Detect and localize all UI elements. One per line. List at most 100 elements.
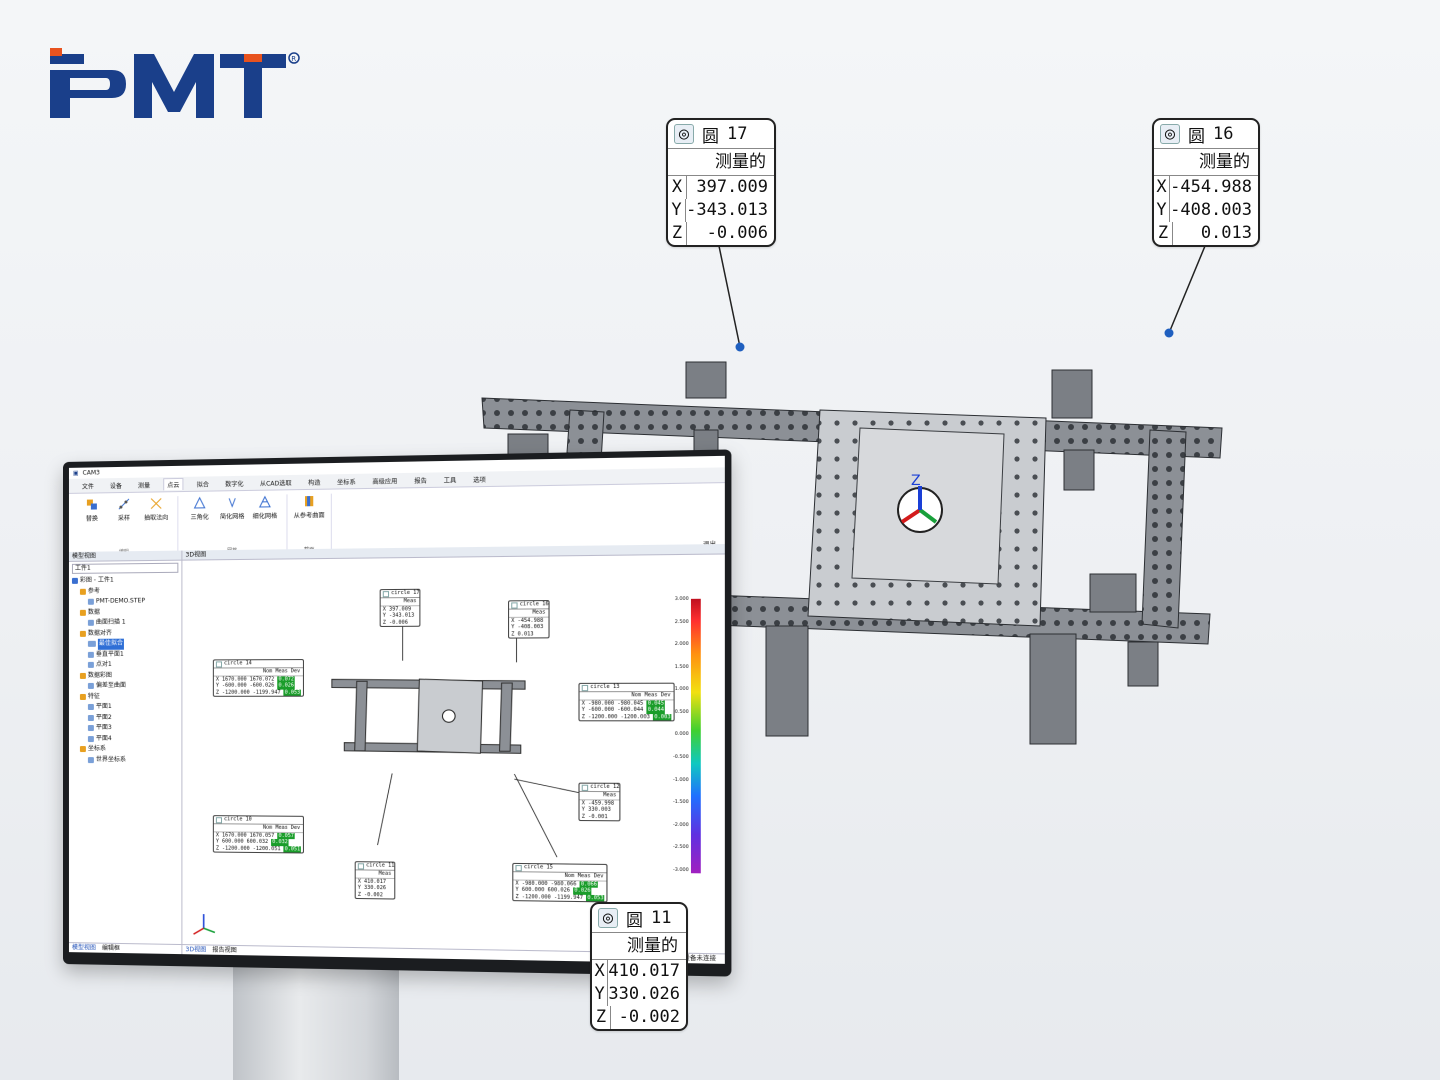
- monitor: ▣ CAM3 文件 设备 测量 点云 拟合 数字化 从CAD选取 构造 坐标系 …: [63, 449, 731, 976]
- mini-callout[interactable]: circle 13Nom Meas DevX-980.000 -980.0450…: [578, 683, 674, 722]
- monitor-stand: [233, 960, 399, 1080]
- mini-callout[interactable]: circle 16MeasX-454.988Y-408.003Z0.013: [508, 600, 550, 639]
- tree-item[interactable]: 坐标系: [69, 744, 181, 755]
- triangulate-button[interactable]: 三角化: [184, 496, 214, 522]
- axis-label: X: [592, 960, 608, 983]
- tree-item-label: PMT-DEMO.STEP: [96, 596, 145, 607]
- axis-label: X: [1154, 176, 1170, 199]
- mini-callout-title: circle 10: [224, 816, 252, 823]
- mini-callout[interactable]: circle 15Nom Meas DevX-980.000 -980.0660…: [512, 863, 608, 903]
- menu-device[interactable]: 设备: [107, 479, 125, 490]
- part-select[interactable]: 工件1: [72, 563, 178, 574]
- axis-label: Z: [1154, 222, 1173, 245]
- tab-edit-box[interactable]: 编辑框: [102, 944, 120, 953]
- menu-cad-select[interactable]: 从CAD选取: [257, 476, 295, 488]
- refine-mesh-button[interactable]: 细化网格: [250, 494, 281, 520]
- tree-node-icon: [88, 704, 94, 710]
- color-scale-bar: [691, 599, 701, 874]
- menu-digitize[interactable]: 数字化: [222, 477, 247, 489]
- tree-item[interactable]: 曲面扫描 1: [69, 617, 181, 628]
- axis-label: Y: [582, 707, 585, 714]
- tree-item[interactable]: 特征: [69, 691, 181, 702]
- tree-item-label: 偏差至曲面: [96, 681, 126, 692]
- menu-fit[interactable]: 拟合: [194, 478, 212, 489]
- coordinate-value: -980.000 -980.045: [588, 700, 643, 707]
- axis-label: Z: [358, 891, 361, 898]
- menu-measure[interactable]: 测量: [135, 479, 153, 490]
- tree-node-icon: [88, 652, 94, 658]
- ribbon-group-mesh: 三角化 简化网格 细化网格 网格: [184, 494, 287, 554]
- tree-item[interactable]: 偏差至曲面: [69, 681, 181, 692]
- from-ref-surface-button[interactable]: 从参考曲面: [294, 494, 325, 520]
- tree-item[interactable]: 平面3: [69, 723, 181, 734]
- axis-label: Y: [582, 807, 585, 814]
- mini-callout[interactable]: circle 10Nom Meas DevX1670.000 1670.0570…: [213, 815, 304, 853]
- tree-item[interactable]: 平面2: [69, 712, 181, 723]
- scale-tick-label: -2.000: [673, 823, 689, 828]
- mini-callout-title: circle 17: [391, 590, 419, 597]
- tree-node-icon: [80, 610, 86, 616]
- tab-3d-view[interactable]: 3D视图: [185, 945, 206, 954]
- tree-item-label: 平面2: [96, 712, 112, 723]
- deviation-value: 0.045: [647, 700, 666, 707]
- mini-callout[interactable]: circle 17MeasX397.009Y-343.013Z-0.006: [380, 589, 421, 627]
- ribbon-group-edit: 替换 采样 抽取法向 编辑: [77, 496, 178, 556]
- tab-model-view[interactable]: 模型视图: [72, 943, 96, 952]
- mini-callout-row: Z-0.002: [356, 891, 395, 898]
- tree-item[interactable]: 平面4: [69, 734, 181, 745]
- mini-callout-row: Z-1200.000 -1200.0030.003: [580, 714, 674, 721]
- coordinate-value: -1200.000 -1199.947: [222, 689, 281, 696]
- 3d-view[interactable]: 3D视图 circle 17MeasX397.009Y-343.013Z-0.0…: [182, 544, 724, 964]
- mini-callout-header: circle 12: [580, 784, 620, 793]
- simplify-mesh-button[interactable]: 简化网格: [217, 495, 248, 521]
- model-tree: 彩图 - 工件1参考PMT-DEMO.STEP数据曲面扫描 1数据对齐最佳拟合垂…: [69, 575, 181, 766]
- value-x: 397.009: [687, 176, 774, 199]
- mini-callout[interactable]: circle 11MeasX410.017Y330.026Z-0.002: [355, 861, 396, 899]
- tree-item[interactable]: 数据彩图: [69, 670, 181, 681]
- menu-tools[interactable]: 工具: [440, 474, 459, 486]
- tree-item[interactable]: 世界坐标系: [69, 755, 181, 766]
- tree-item[interactable]: 数据对齐: [69, 628, 181, 639]
- tree-item[interactable]: 平面1: [69, 702, 181, 713]
- tree-item[interactable]: 垂直平面1: [69, 649, 181, 660]
- mini-callout-title: circle 11: [366, 862, 394, 869]
- mini-callout-row: Y-600.000 -600.0440.044: [580, 707, 674, 714]
- axis-label: Y: [592, 983, 608, 1006]
- circle-feature-icon: ◎: [1160, 124, 1180, 144]
- callout-title: 圆: [626, 906, 643, 931]
- coordinate-value: -600.000 -600.044: [588, 707, 643, 714]
- tree-node-icon: [88, 620, 94, 626]
- menu-report[interactable]: 报告: [411, 474, 430, 486]
- circle-feature-icon: ◎: [674, 124, 694, 144]
- menu-pointcloud[interactable]: 点云: [163, 478, 183, 490]
- menu-coordinate[interactable]: 坐标系: [334, 475, 359, 487]
- app-title: CAM3: [83, 469, 100, 476]
- axis-triad-icon: [188, 908, 218, 939]
- replace-button[interactable]: 替换: [77, 497, 107, 523]
- menu-advanced[interactable]: 高级应用: [369, 475, 400, 487]
- ribbon-group-section: 从参考曲面 截面: [294, 494, 332, 554]
- svg-text:Z: Z: [911, 473, 921, 489]
- axis-label: X: [582, 800, 585, 807]
- menu-file[interactable]: 文件: [79, 480, 97, 491]
- tree-item-label: 平面4: [96, 734, 112, 745]
- axis-label: Z: [582, 813, 585, 820]
- sample-button[interactable]: 采样: [109, 497, 139, 523]
- tree-item[interactable]: 最佳拟合: [69, 638, 181, 649]
- callout-number: 11: [651, 908, 671, 928]
- tree-item-label: 数据对齐: [88, 628, 112, 639]
- tab-report-view[interactable]: 报告视图: [212, 946, 236, 956]
- tree-item[interactable]: 数据: [69, 607, 181, 618]
- tree-item-label: 数据: [88, 607, 100, 618]
- coordinate-value: 0.013: [518, 631, 534, 638]
- callout-circle-17: ◎圆17 测量的 X397.009 Y-343.013 Z-0.006: [666, 118, 776, 247]
- mini-callout[interactable]: circle 12MeasX-459.998Y330.003Z-0.001: [578, 783, 620, 822]
- menu-options[interactable]: 选项: [470, 473, 489, 485]
- extract-normal-button[interactable]: 抽取法向: [141, 496, 171, 522]
- tree-node-icon: [80, 631, 86, 637]
- menu-construct[interactable]: 构造: [305, 476, 324, 488]
- tree-item[interactable]: 点对1: [69, 660, 181, 671]
- circle-feature-icon: [216, 661, 222, 667]
- mini-callout[interactable]: circle 14Nom Meas DevX1670.000 1670.0720…: [213, 659, 304, 697]
- axis-label: Z: [383, 619, 386, 626]
